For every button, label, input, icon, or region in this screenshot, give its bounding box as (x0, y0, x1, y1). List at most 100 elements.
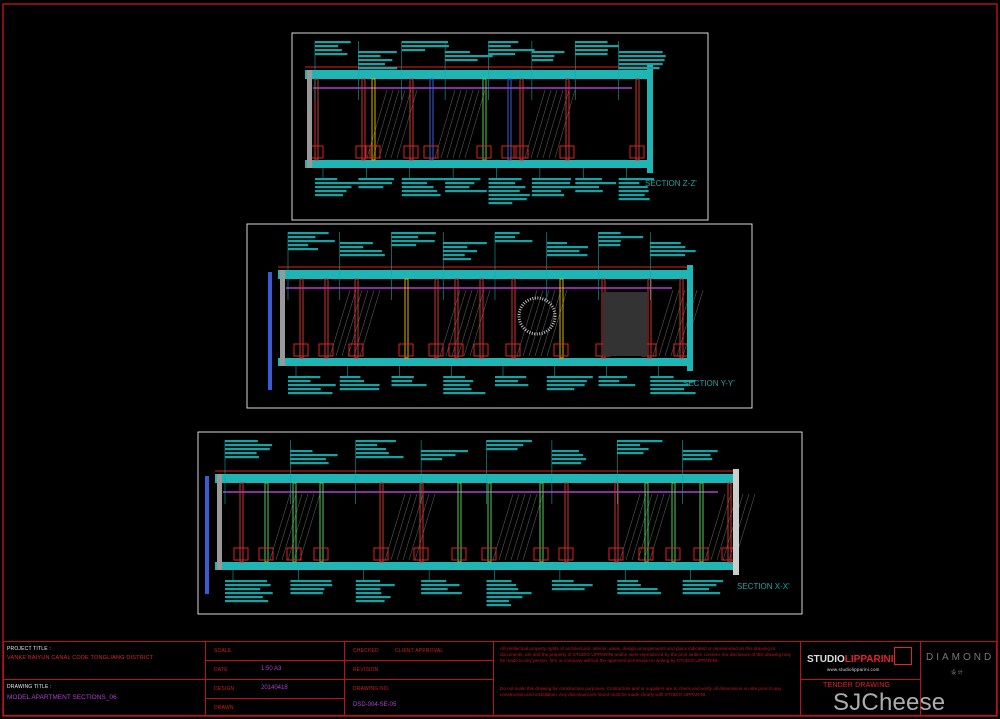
annotation-callout (551, 580, 593, 591)
design-value: 20140418 (261, 685, 288, 691)
detail-marker (553, 343, 569, 357)
detail-marker (398, 343, 414, 357)
detail-marker (373, 547, 389, 561)
section-x-panel (197, 431, 803, 615)
annotation-callout (618, 51, 666, 70)
legal-notes: All intellectual property rights of arch… (493, 641, 801, 716)
partition (404, 278, 409, 359)
date-value: 1:50 A3 (261, 666, 282, 672)
partition (361, 78, 366, 161)
annotation-callout (486, 440, 532, 451)
annotation-callout (421, 450, 468, 461)
detail-marker (313, 547, 329, 561)
detail-marker (355, 145, 371, 159)
annotation-callout (650, 242, 696, 257)
annotation-callout (546, 376, 593, 391)
annotation-callout (401, 178, 449, 197)
section-y-panel (246, 223, 753, 409)
detail-marker (559, 145, 575, 159)
detail-marker (403, 145, 419, 159)
detail-marker (473, 343, 489, 357)
section-z-panel (291, 32, 709, 221)
annotation-callout (401, 41, 449, 52)
floor-slab (215, 562, 738, 570)
partition (429, 78, 434, 161)
annotation-callout (315, 178, 360, 197)
floor-slab (305, 160, 652, 168)
annotation-callout (598, 232, 644, 247)
detail-marker (258, 547, 274, 561)
annotation-callout (618, 178, 655, 201)
round-fixture (517, 296, 557, 336)
partition (559, 278, 564, 359)
section-z-label: SECTION Z-Z' (645, 179, 697, 188)
annotation-callout (445, 51, 493, 62)
annotation-callout (339, 242, 385, 257)
partition (434, 278, 439, 359)
annotation-callout (315, 41, 351, 56)
annotation-callout (225, 580, 273, 603)
detail-marker (558, 547, 574, 561)
annotation-callout (290, 580, 333, 595)
partition (727, 482, 732, 563)
detail-marker (423, 145, 439, 159)
annotation-callout (682, 450, 718, 461)
annotation-callout (598, 376, 636, 387)
partition (644, 482, 649, 563)
detail-marker (533, 547, 549, 561)
annotation-callout (443, 376, 486, 395)
checked-value: CLIENT APPROVAL (395, 648, 444, 654)
detail-marker (501, 145, 517, 159)
ceiling-slab (305, 70, 652, 79)
partition (614, 482, 619, 563)
annotation-callout (488, 178, 530, 205)
partition (564, 482, 569, 563)
partition (539, 482, 544, 563)
partition (635, 78, 640, 161)
annotation-callout (650, 376, 696, 395)
section-y-label: SECTION Y-Y' (683, 379, 735, 388)
detail-marker (629, 145, 645, 159)
detail-marker (286, 547, 302, 561)
annotation-callout (551, 450, 587, 465)
annotation-callout (531, 178, 579, 197)
partition (647, 278, 652, 359)
sheet-frame (2, 3, 998, 717)
detail-marker (293, 343, 309, 357)
drawing-no-value: DSD-004-SE-05 (353, 702, 397, 708)
detail-marker (365, 145, 381, 159)
studio-logo-cell: STUDIOLIPPARINI www.studiolipparini.com (800, 641, 921, 680)
annotation-callout (682, 580, 724, 595)
partition (679, 278, 684, 359)
partition (379, 482, 384, 563)
partition (314, 78, 319, 161)
ceiling-slab (215, 474, 738, 483)
partition (264, 482, 269, 563)
floor-slab (278, 358, 692, 366)
partition (419, 482, 424, 563)
annotation-callout (531, 51, 565, 62)
annotation-callout (391, 232, 436, 247)
annotation-callout (495, 232, 533, 243)
annotation-callout (575, 41, 619, 56)
design-label: DESIGN (214, 686, 235, 692)
annotation-callout (225, 440, 273, 459)
annotation-callout (421, 580, 462, 595)
drawing-title-cell: DRAWING TITLE : MODEL APARTMENT SECTIONS… (3, 679, 206, 716)
partition (507, 78, 512, 161)
section-x-label: SECTION X-X' (737, 582, 790, 591)
annotation-callout (445, 178, 487, 193)
annotation-callout (339, 376, 380, 391)
annotation-callout (290, 450, 338, 465)
detail-marker (451, 547, 467, 561)
detail-marker (428, 343, 444, 357)
detail-marker (348, 343, 364, 357)
annotation-callout (575, 178, 617, 193)
partition (354, 278, 359, 359)
revision-label: REVISION (353, 667, 379, 673)
detail-marker (448, 343, 464, 357)
partition (699, 482, 704, 563)
detail-marker (481, 547, 497, 561)
checked-label: CHECKED (353, 648, 379, 654)
